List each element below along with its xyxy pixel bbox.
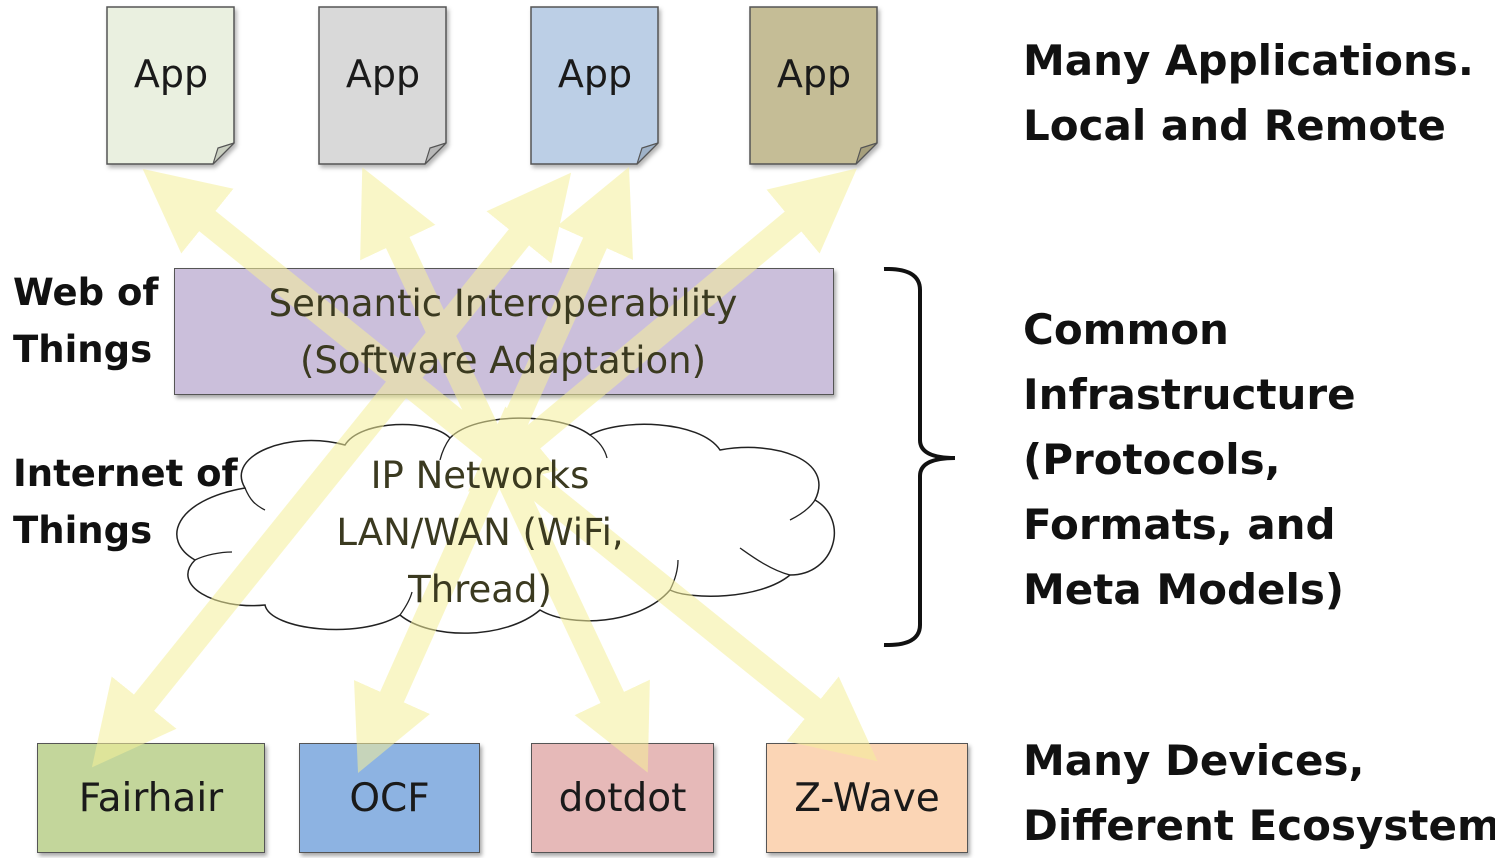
app-page-1 [106,6,235,165]
app-label-4: App [776,52,852,96]
app-page-2 [318,6,447,165]
app-page-4 [749,6,878,165]
device-fairhair: Fairhair [37,743,265,853]
infra-line-5: Meta Models) [1023,565,1345,614]
semantic-line-2: (Software Adaptation) [299,339,707,382]
device-zwave: Z-Wave [766,743,968,853]
wot-line-2: Things [13,328,153,371]
device-dotdot: dotdot [531,743,714,853]
iot-line-1: Internet of [13,452,238,495]
apps-line-1: Many Applications. [1023,36,1474,85]
network-line-3: Thread) [408,568,552,611]
infra-line-2: Infrastructure [1023,370,1356,419]
network-line-2: LAN/WAN (WiFi, [336,511,624,554]
device-label-fairhair: Fairhair [78,775,224,821]
devices-line-1: Many Devices, [1023,736,1365,785]
network-line-1: IP Networks [370,454,590,497]
app-label-3: App [557,52,633,96]
device-label-dotdot: dotdot [558,775,687,821]
devices-label: Many Devices, Different Ecosystems [1023,728,1495,858]
device-label-zwave: Z-Wave [794,775,940,821]
infra-line-3: (Protocols, [1023,435,1281,484]
semantic-text: Semantic Interoperability (Software Adap… [174,275,832,389]
internet-of-things-label: Internet of Things [13,445,238,559]
infra-line-1: Common [1023,305,1229,354]
app-label-1: App [133,52,209,96]
iot-line-2: Things [13,509,153,552]
apps-line-2: Local and Remote [1023,101,1446,150]
applications-label: Many Applications. Local and Remote [1023,28,1474,158]
infra-line-4: Formats, and [1023,500,1336,549]
infrastructure-brace [883,266,956,648]
infrastructure-label: Common Infrastructure (Protocols, Format… [1023,297,1356,622]
arrow-hub-app4 [468,168,857,492]
semantic-line-1: Semantic Interoperability [268,282,738,325]
wot-line-1: Web of [13,271,159,314]
device-label-ocf: OCF [349,775,430,821]
app-page-3 [530,6,659,165]
devices-line-2: Different Ecosystems [1023,801,1495,850]
network-text: IP Networks LAN/WAN (WiFi, Thread) [280,447,680,618]
web-of-things-label: Web of Things [13,264,158,378]
app-label-2: App [345,52,421,96]
device-ocf: OCF [299,743,480,853]
device-box-zwave [766,743,968,853]
